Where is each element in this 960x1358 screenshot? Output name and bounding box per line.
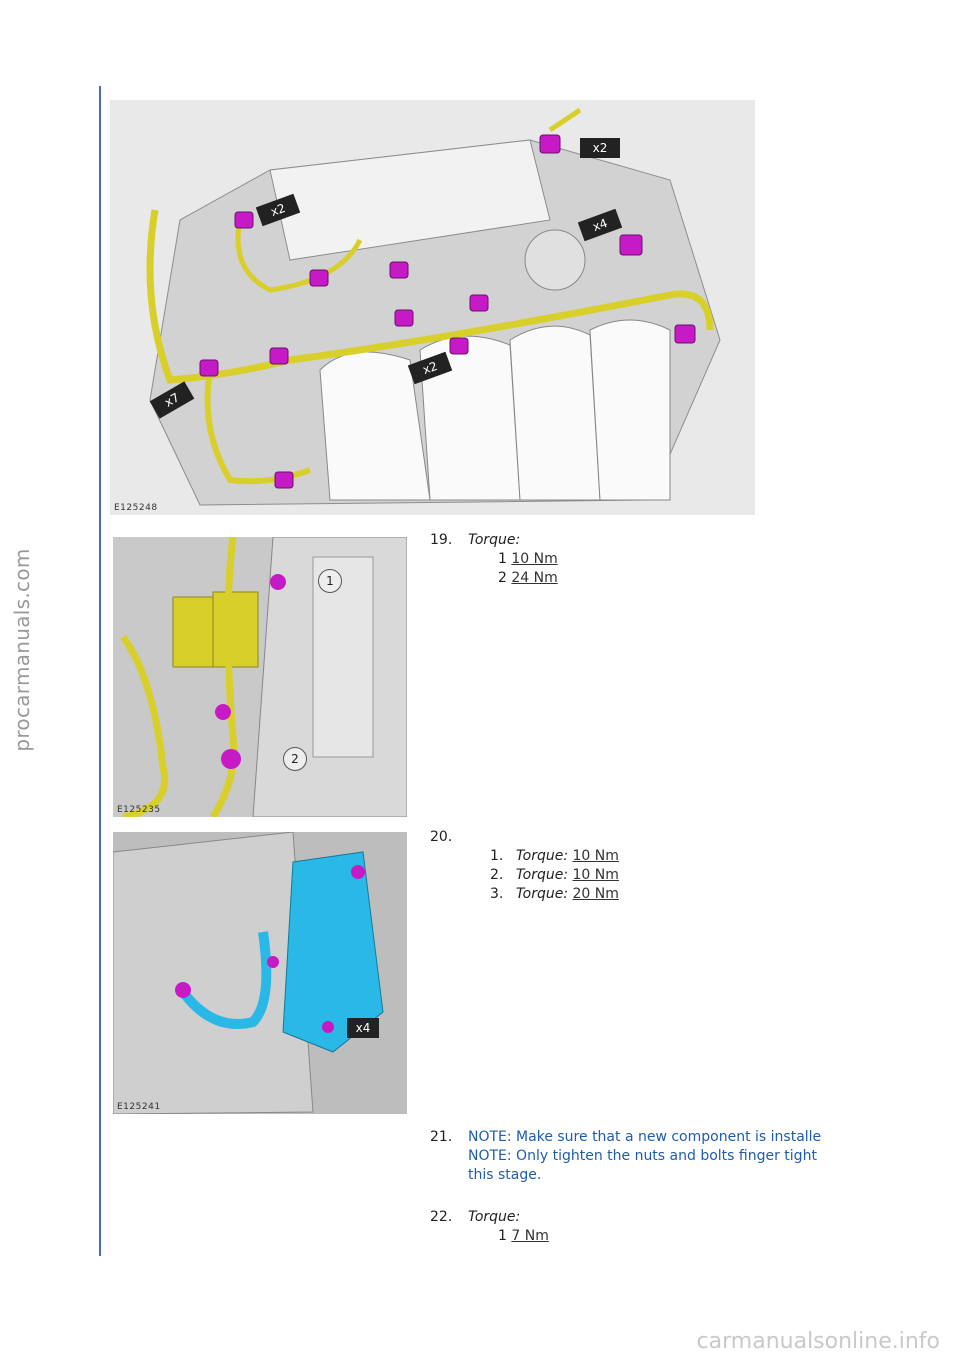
note-finger-tight-cont: this stage. [468, 1167, 542, 1183]
torque-value-link[interactable]: 10 Nm [511, 551, 558, 567]
callout-x4: x4 [347, 1018, 379, 1038]
torque-value-link[interactable]: 10 Nm [572, 867, 619, 883]
torque-value-link[interactable]: 20 Nm [572, 886, 619, 902]
item-number: 2. [490, 867, 504, 883]
step-number: 22. [430, 1209, 453, 1225]
component-illustration [113, 832, 407, 1114]
figure-blue-component: x4 E125241 [113, 832, 407, 1114]
torque-item: 1. Torque: 10 Nm [490, 847, 619, 866]
torque-item: 3. Torque: 20 Nm [490, 885, 619, 904]
figure-caption: E125235 [117, 805, 161, 815]
note-new-component: NOTE: Make sure that a new component is … [468, 1129, 822, 1145]
item-number: 1. [490, 848, 504, 864]
torque-heading: Torque: [468, 1209, 521, 1225]
torque-value-link[interactable]: 7 Nm [511, 1228, 549, 1244]
torque-label: Torque: [515, 867, 569, 883]
side-watermark: procarmanuals.com [10, 548, 34, 752]
torque-value-link[interactable]: 10 Nm [572, 848, 619, 864]
step-number: 20. [430, 829, 453, 845]
note-finger-tight: NOTE: Only tighten the nuts and bolts fi… [468, 1148, 817, 1164]
torque-label: Torque: [515, 848, 569, 864]
torque-item: 2. Torque: 10 Nm [490, 866, 619, 885]
torque-row: 1 7 Nm [498, 1227, 549, 1246]
row-label: 1 [498, 551, 507, 567]
step-number: 19. [430, 532, 453, 548]
item-number: 3. [490, 886, 504, 902]
row-label: 1 [498, 1228, 507, 1244]
row-label: 2 [498, 570, 507, 586]
figure-caption: E125241 [117, 1102, 161, 1112]
bottom-watermark: carmanualsonline.info [696, 1329, 940, 1354]
callout-x2-top: x2 [580, 138, 620, 158]
callout-1: 1 [318, 569, 342, 593]
torque-row: 1 10 Nm [498, 550, 558, 569]
torque-label: Torque: [515, 886, 569, 902]
bracket-illustration [113, 537, 407, 817]
figure-caption: E125248 [114, 503, 158, 513]
callout-2: 2 [283, 747, 307, 771]
step-21: 21. NOTE: Make sure that a new component… [430, 1128, 870, 1188]
torque-heading: Torque: [468, 532, 521, 548]
left-margin-rule [99, 86, 101, 1256]
engine-illustration [110, 100, 755, 515]
figure-harness-bracket: 1 2 E125235 [113, 537, 407, 817]
torque-row: 2 24 Nm [498, 569, 558, 588]
step-number: 21. [430, 1129, 453, 1145]
torque-value-link[interactable]: 24 Nm [511, 570, 558, 586]
figure-engine-harness: x2 x2 x4 x2 x7 E125248 [110, 100, 755, 515]
